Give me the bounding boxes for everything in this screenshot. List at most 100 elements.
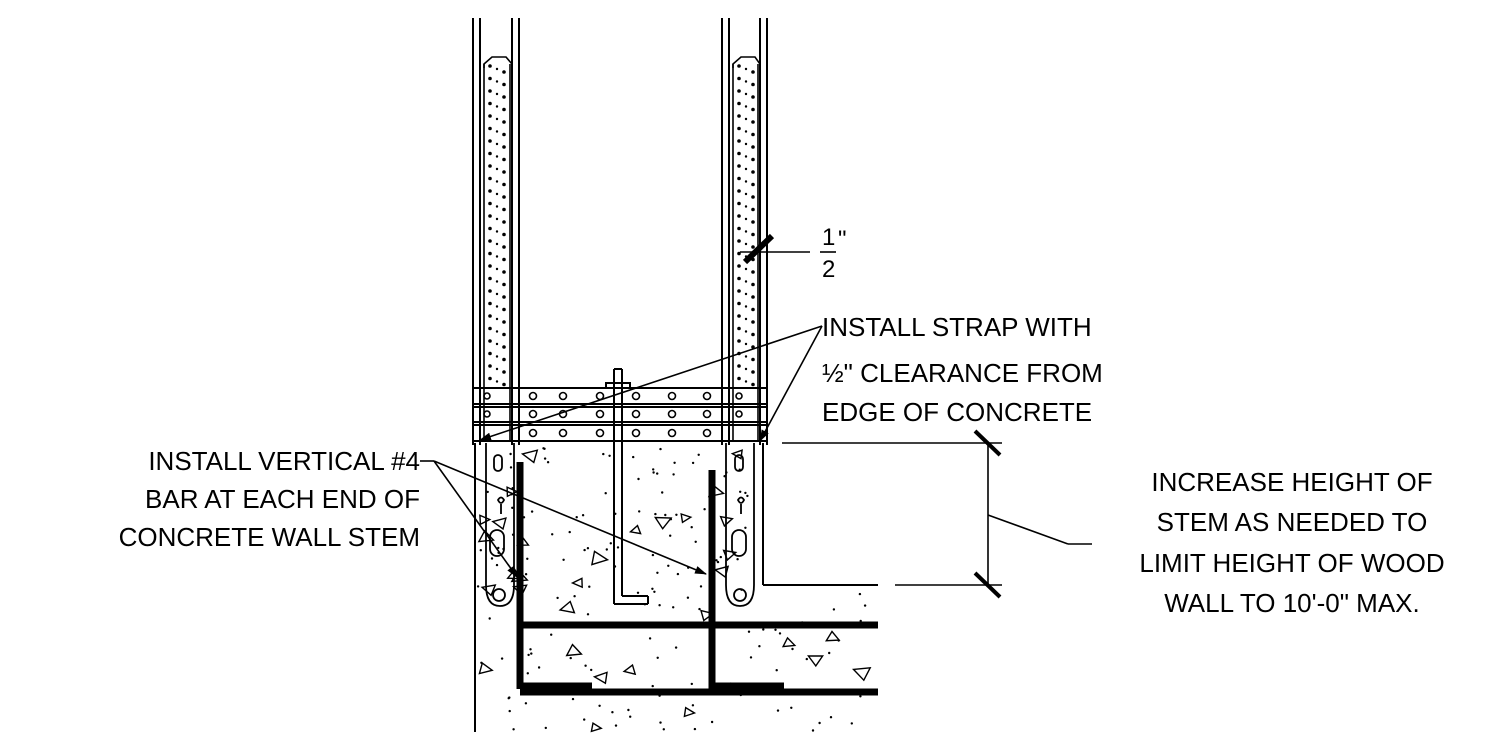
nail-hole xyxy=(744,217,748,221)
aggregate-dot xyxy=(658,604,661,607)
nail-hole xyxy=(488,239,492,243)
nail-hole xyxy=(502,345,506,349)
aggregate-dot xyxy=(656,472,659,475)
nail-hole xyxy=(751,145,755,149)
nail-hole xyxy=(744,67,748,71)
nail-hole xyxy=(737,176,741,181)
aggregate-dot xyxy=(659,721,662,724)
aggregate-dot xyxy=(609,542,612,545)
note-install-strap: INSTALL STRAP WITH ½" CLEARANCE FROM EDG… xyxy=(822,312,1103,427)
nail-hole xyxy=(488,126,492,131)
aggregate-dot xyxy=(651,684,654,688)
aggregate-dot xyxy=(832,608,836,611)
nail-hole xyxy=(751,282,755,287)
aggregate-triangle xyxy=(592,671,608,685)
nail-hole xyxy=(488,251,492,256)
nail-hole xyxy=(488,164,492,168)
nail-hole xyxy=(488,214,492,218)
nail-hole xyxy=(488,289,492,293)
fastener-circle xyxy=(558,428,568,438)
wood-stud-right xyxy=(721,18,768,445)
nail-hole xyxy=(495,217,499,221)
aggregate-dot xyxy=(661,491,664,494)
nail-hole xyxy=(751,382,755,387)
aggregate-dot xyxy=(608,454,611,457)
nail-hole xyxy=(744,267,748,271)
nail-hole xyxy=(737,289,741,293)
nail-hole xyxy=(502,245,506,249)
nail-hole xyxy=(495,155,499,158)
svg-text:CONCRETE WALL STEM: CONCRETE WALL STEM xyxy=(119,522,420,552)
aggregate-triangle xyxy=(851,666,872,682)
aggregate-dot xyxy=(490,557,494,560)
nail-hole xyxy=(502,307,506,312)
nail-hole xyxy=(488,176,492,181)
nail-hole xyxy=(495,180,499,183)
aggregate-triangle xyxy=(478,661,494,675)
aggregate-dot xyxy=(526,672,529,675)
aggregate-dot xyxy=(586,613,590,616)
nail-hole xyxy=(488,364,492,368)
nail-hole xyxy=(502,170,506,174)
aggregate-dot xyxy=(629,715,632,718)
nail-hole xyxy=(502,195,506,199)
aggregate-dot xyxy=(584,664,587,667)
aggregate-dot xyxy=(546,461,550,464)
nail-hole xyxy=(495,105,499,108)
nail-hole xyxy=(744,205,748,208)
nail-hole xyxy=(751,107,755,112)
aggregate-dot xyxy=(588,585,591,588)
aggregate-dot xyxy=(611,711,614,714)
svg-text:½" CLEARANCE FROM: ½" CLEARANCE FROM xyxy=(822,358,1103,388)
nail-hole xyxy=(488,376,492,381)
nail-hole xyxy=(502,132,506,137)
wood-stud-left xyxy=(472,18,520,445)
nail-hole xyxy=(495,167,499,171)
aggregate-dot xyxy=(583,548,586,552)
nail-hole xyxy=(744,80,748,83)
nail-hole xyxy=(488,201,492,206)
aggregate-dot xyxy=(509,452,512,456)
nail-hole xyxy=(502,207,506,212)
nail-hole xyxy=(751,295,755,299)
svg-text:EDGE OF CONCRETE: EDGE OF CONCRETE xyxy=(822,397,1092,427)
aggregate-dot xyxy=(719,555,722,559)
nail-hole xyxy=(751,132,755,137)
aggregate-dot xyxy=(653,590,656,593)
nail-hole xyxy=(488,351,492,356)
aggregate-dot xyxy=(652,468,655,471)
nail-hole xyxy=(744,342,748,346)
holdown-right xyxy=(725,443,755,607)
svg-text:WALL TO 10'-0" MAX.: WALL TO 10'-0" MAX. xyxy=(1164,588,1420,618)
aggregate-dot xyxy=(638,510,641,513)
nail-hole xyxy=(502,357,506,362)
aggregate-dot xyxy=(526,557,529,560)
fastener-circle xyxy=(667,391,677,401)
nail-hole xyxy=(744,130,748,133)
fastener-circle xyxy=(528,428,538,438)
aggregate-dot xyxy=(774,628,777,631)
nail-hole xyxy=(488,276,492,281)
nail-hole xyxy=(495,355,499,358)
fastener-circle xyxy=(528,391,538,401)
nail-hole xyxy=(744,317,748,321)
aggregate-dot xyxy=(604,492,607,495)
nail-hole xyxy=(502,145,506,149)
aggregate-dot xyxy=(508,709,511,713)
nail-hole xyxy=(495,317,499,321)
aggregate-dot xyxy=(627,708,630,712)
nail-hole xyxy=(495,305,499,308)
aggregate-dot xyxy=(828,651,831,655)
clearance-tick xyxy=(742,233,775,265)
nail-hole xyxy=(744,242,748,246)
fastener-circle xyxy=(631,391,641,401)
stem-height-dimension xyxy=(782,442,1092,586)
aggregate-triangle xyxy=(570,577,583,589)
nail-hole xyxy=(737,276,741,281)
aggregate-dot xyxy=(637,477,640,481)
aggregate-dot xyxy=(691,461,695,465)
aggregate-triangle xyxy=(628,524,642,535)
aggregate-dot xyxy=(652,471,655,474)
nail-hole xyxy=(737,364,741,368)
nail-hole xyxy=(737,264,741,268)
